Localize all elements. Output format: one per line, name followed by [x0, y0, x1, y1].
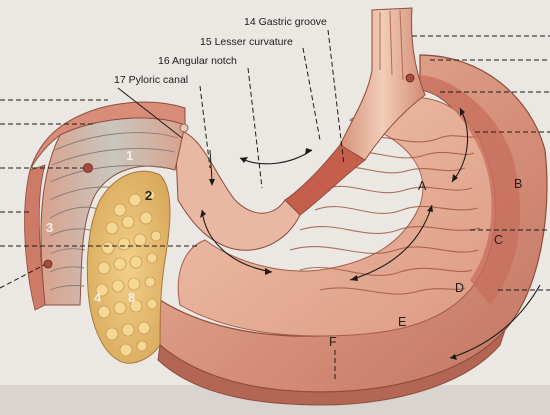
label-gastric-groove: 14 Gastric groove	[244, 16, 327, 28]
label-number-4: 4	[94, 290, 102, 305]
label-letter-d: D	[455, 281, 464, 295]
esophagus	[339, 7, 426, 161]
label-number-3: 3	[46, 220, 53, 235]
duodenum-left-wall	[24, 164, 46, 311]
label-letter-a: A	[418, 179, 427, 193]
label-letter-c: C	[494, 233, 503, 247]
label-letter-b: B	[514, 177, 522, 191]
pyloric-antrum	[174, 129, 301, 251]
direction-arrows	[200, 107, 541, 360]
label-pyloric-canal: 17 Pyloric canal	[114, 74, 188, 86]
leader-lines-left	[0, 99, 200, 289]
leader-lines-right	[412, 35, 550, 291]
label-lesser-curvature: 15 Lesser curvature	[200, 36, 293, 48]
pancreas-lobules	[95, 189, 162, 357]
esophagus-stripes	[379, 9, 404, 81]
label-angular-notch: 16 Angular notch	[158, 55, 237, 67]
duodenum-outer-edge	[29, 101, 186, 171]
label-letter-f: F	[329, 335, 337, 349]
vessel-dots	[43, 73, 415, 269]
label-letter-e: E	[398, 315, 406, 329]
label-number-2: 2	[145, 188, 152, 203]
label-number-8: 8	[128, 290, 135, 305]
leader-lines-top	[117, 29, 345, 380]
greater-curvature-lower-wall	[157, 329, 506, 406]
label-number-1: 1	[126, 148, 133, 163]
duodenum-folds	[49, 132, 179, 291]
